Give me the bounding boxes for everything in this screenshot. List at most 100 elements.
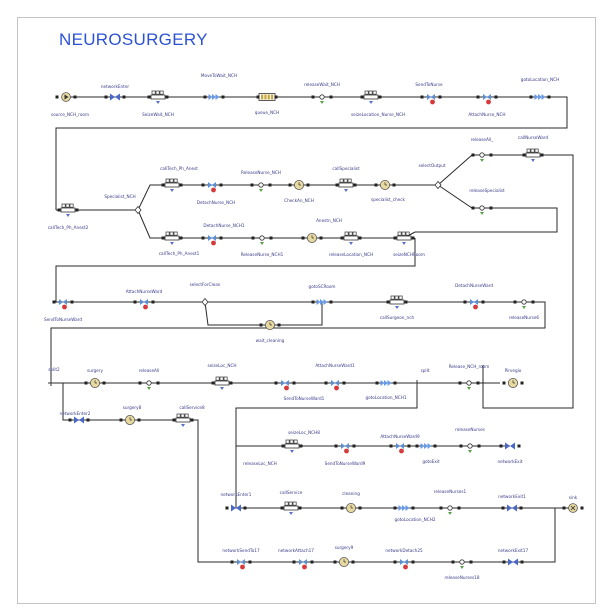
split-block — [414, 380, 420, 386]
block-label: callTech_Ph_Anest — [160, 166, 198, 171]
release-dot — [259, 235, 265, 241]
seize-slot — [165, 178, 170, 183]
seize-bar — [175, 417, 191, 423]
block-label: ReleaseNurse_NCH — [241, 170, 281, 175]
block-label: gotoSCRoom — [309, 284, 336, 289]
release-dot — [146, 380, 152, 386]
seize-bar — [164, 182, 180, 188]
move-block — [375, 380, 397, 386]
port — [404, 300, 408, 304]
seize-bar — [338, 182, 354, 188]
port — [352, 444, 356, 448]
block-label: SendToNurseWard — [44, 317, 82, 322]
release-block — [471, 205, 493, 215]
nurse-arrow — [144, 299, 148, 305]
network-arrow — [513, 558, 518, 566]
block-label: callTech_Ph_Anest1 — [159, 251, 200, 256]
network-arrow — [510, 442, 515, 450]
seize-arrow — [369, 101, 373, 104]
release-arrow — [147, 387, 151, 390]
port — [459, 444, 463, 448]
nurse-arrow — [470, 299, 474, 305]
port — [268, 183, 272, 187]
block-label: seizeLoc_NCH — [207, 363, 236, 368]
nurse-arrow — [63, 299, 67, 305]
release-arrow — [480, 159, 484, 162]
port — [165, 95, 169, 99]
connector-lines — [50, 96, 574, 563]
block-label: AttachNurseWard — [126, 289, 163, 294]
diagram-canvas — [17, 17, 596, 604]
block-label: AttachNurseWard9 — [380, 434, 420, 439]
port — [374, 183, 378, 187]
port — [203, 95, 207, 99]
port — [360, 95, 364, 99]
seize-slot — [526, 148, 531, 153]
port — [522, 153, 526, 157]
port — [221, 95, 225, 99]
port — [335, 183, 339, 187]
block-label: wait_cleaning — [256, 338, 285, 343]
seize-bar — [343, 235, 359, 241]
nurse-arrow — [241, 559, 245, 565]
port — [499, 444, 503, 448]
port — [179, 183, 183, 187]
block-label: MoveToWait_NCH — [201, 73, 237, 78]
nurse-block — [324, 380, 346, 391]
network-arrow — [74, 416, 79, 424]
seize-slot — [219, 376, 224, 381]
release-arrow — [259, 189, 263, 192]
seize-slot — [344, 231, 349, 236]
seize-arrow — [290, 450, 294, 453]
network-block — [501, 504, 523, 512]
release-dot — [258, 182, 264, 188]
nurse-dot — [302, 564, 307, 570]
connector — [235, 383, 510, 447]
block-label: selectOutput — [419, 163, 446, 168]
port — [274, 95, 278, 99]
move-chevron — [398, 505, 403, 511]
release-block — [513, 299, 535, 309]
release-arrow — [480, 212, 484, 215]
seize-arrow — [349, 242, 353, 245]
select-block — [134, 205, 142, 215]
port — [438, 95, 442, 99]
port — [57, 208, 61, 212]
block-label: networkExit — [498, 459, 523, 464]
nurse-dot — [430, 99, 435, 105]
release-dot — [521, 299, 527, 305]
block-label: selectForClean — [190, 282, 221, 287]
seize-block — [147, 90, 169, 104]
network-arrow — [512, 504, 517, 512]
block-label: gotoLocation_NCH — [521, 77, 559, 82]
port — [519, 506, 523, 510]
seize-slot — [61, 203, 66, 208]
nurse-dot — [344, 448, 349, 454]
release-dot — [467, 443, 473, 449]
seize-slot — [169, 231, 174, 236]
nurse-dot — [211, 187, 216, 193]
delay-block — [119, 414, 141, 425]
move-chevron — [427, 443, 432, 449]
block-label: cleaning — [342, 491, 360, 496]
queue-block — [256, 93, 278, 101]
seize-slot — [339, 178, 344, 183]
nurse-dot — [403, 564, 408, 570]
block-label: SendToNurse — [415, 82, 443, 87]
move-chevron — [215, 94, 220, 100]
block-label: sink — [569, 495, 578, 500]
nurse-block — [476, 94, 498, 105]
delay-block — [374, 179, 396, 190]
nurse-arrow — [427, 94, 431, 100]
block-label: callNurseWard — [518, 135, 549, 140]
block-label: Pirvegio — [505, 368, 522, 373]
delay-block — [259, 319, 281, 330]
seize-slot — [173, 178, 178, 183]
release-dot — [319, 94, 325, 100]
seize-slot — [372, 90, 377, 95]
move-chevron — [424, 443, 428, 449]
port — [433, 444, 437, 448]
network-arrow — [508, 558, 513, 566]
seize-slot — [352, 231, 357, 236]
seize-slot — [165, 231, 170, 236]
